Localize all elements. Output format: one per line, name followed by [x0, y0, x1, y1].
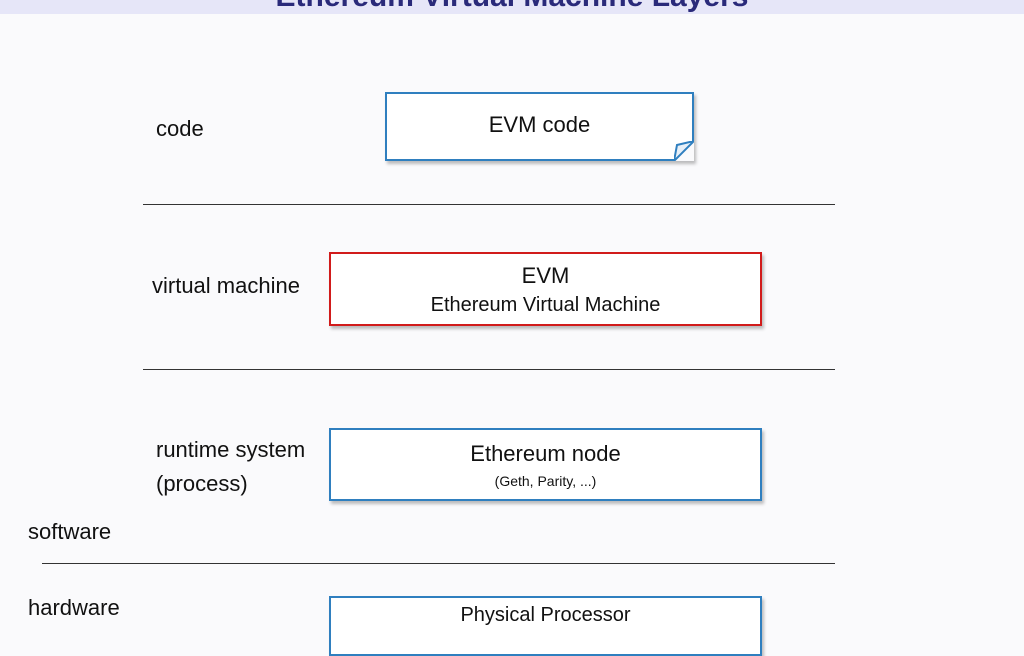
- slide-title: Ethereum Virtual Machine Layers: [0, 0, 1024, 14]
- evm-box: EVM Ethereum Virtual Machine: [329, 252, 762, 326]
- runtime-layer-label-line2: (process): [156, 471, 248, 496]
- divider-vm-runtime: [143, 369, 835, 370]
- evm-code-box: EVM code: [385, 92, 694, 161]
- slide-title-bar: Ethereum Virtual Machine Layers: [0, 0, 1024, 14]
- hardware-label: hardware: [28, 595, 120, 620]
- software-label: software: [28, 519, 112, 544]
- physical-processor-title: Physical Processor: [460, 604, 631, 626]
- physical-processor-box: Physical Processor: [329, 596, 762, 656]
- ethereum-node-title: Ethereum node: [470, 441, 621, 466]
- vm-layer-label: virtual machine: [152, 273, 300, 298]
- evm-box-subtitle: Ethereum Virtual Machine: [430, 294, 661, 316]
- code-layer-label: code: [156, 116, 204, 141]
- divider-software-hardware: [42, 563, 835, 564]
- runtime-layer-label-line1: runtime system: [156, 437, 306, 462]
- page-fold-icon: [674, 141, 694, 161]
- evm-box-title: EVM: [521, 263, 570, 288]
- ethereum-node-box: Ethereum node (Geth, Parity, ...): [329, 428, 762, 501]
- divider-code-vm: [143, 204, 835, 205]
- evm-code-title: EVM code: [488, 112, 591, 137]
- ethereum-node-subtitle: (Geth, Parity, ...): [494, 473, 597, 489]
